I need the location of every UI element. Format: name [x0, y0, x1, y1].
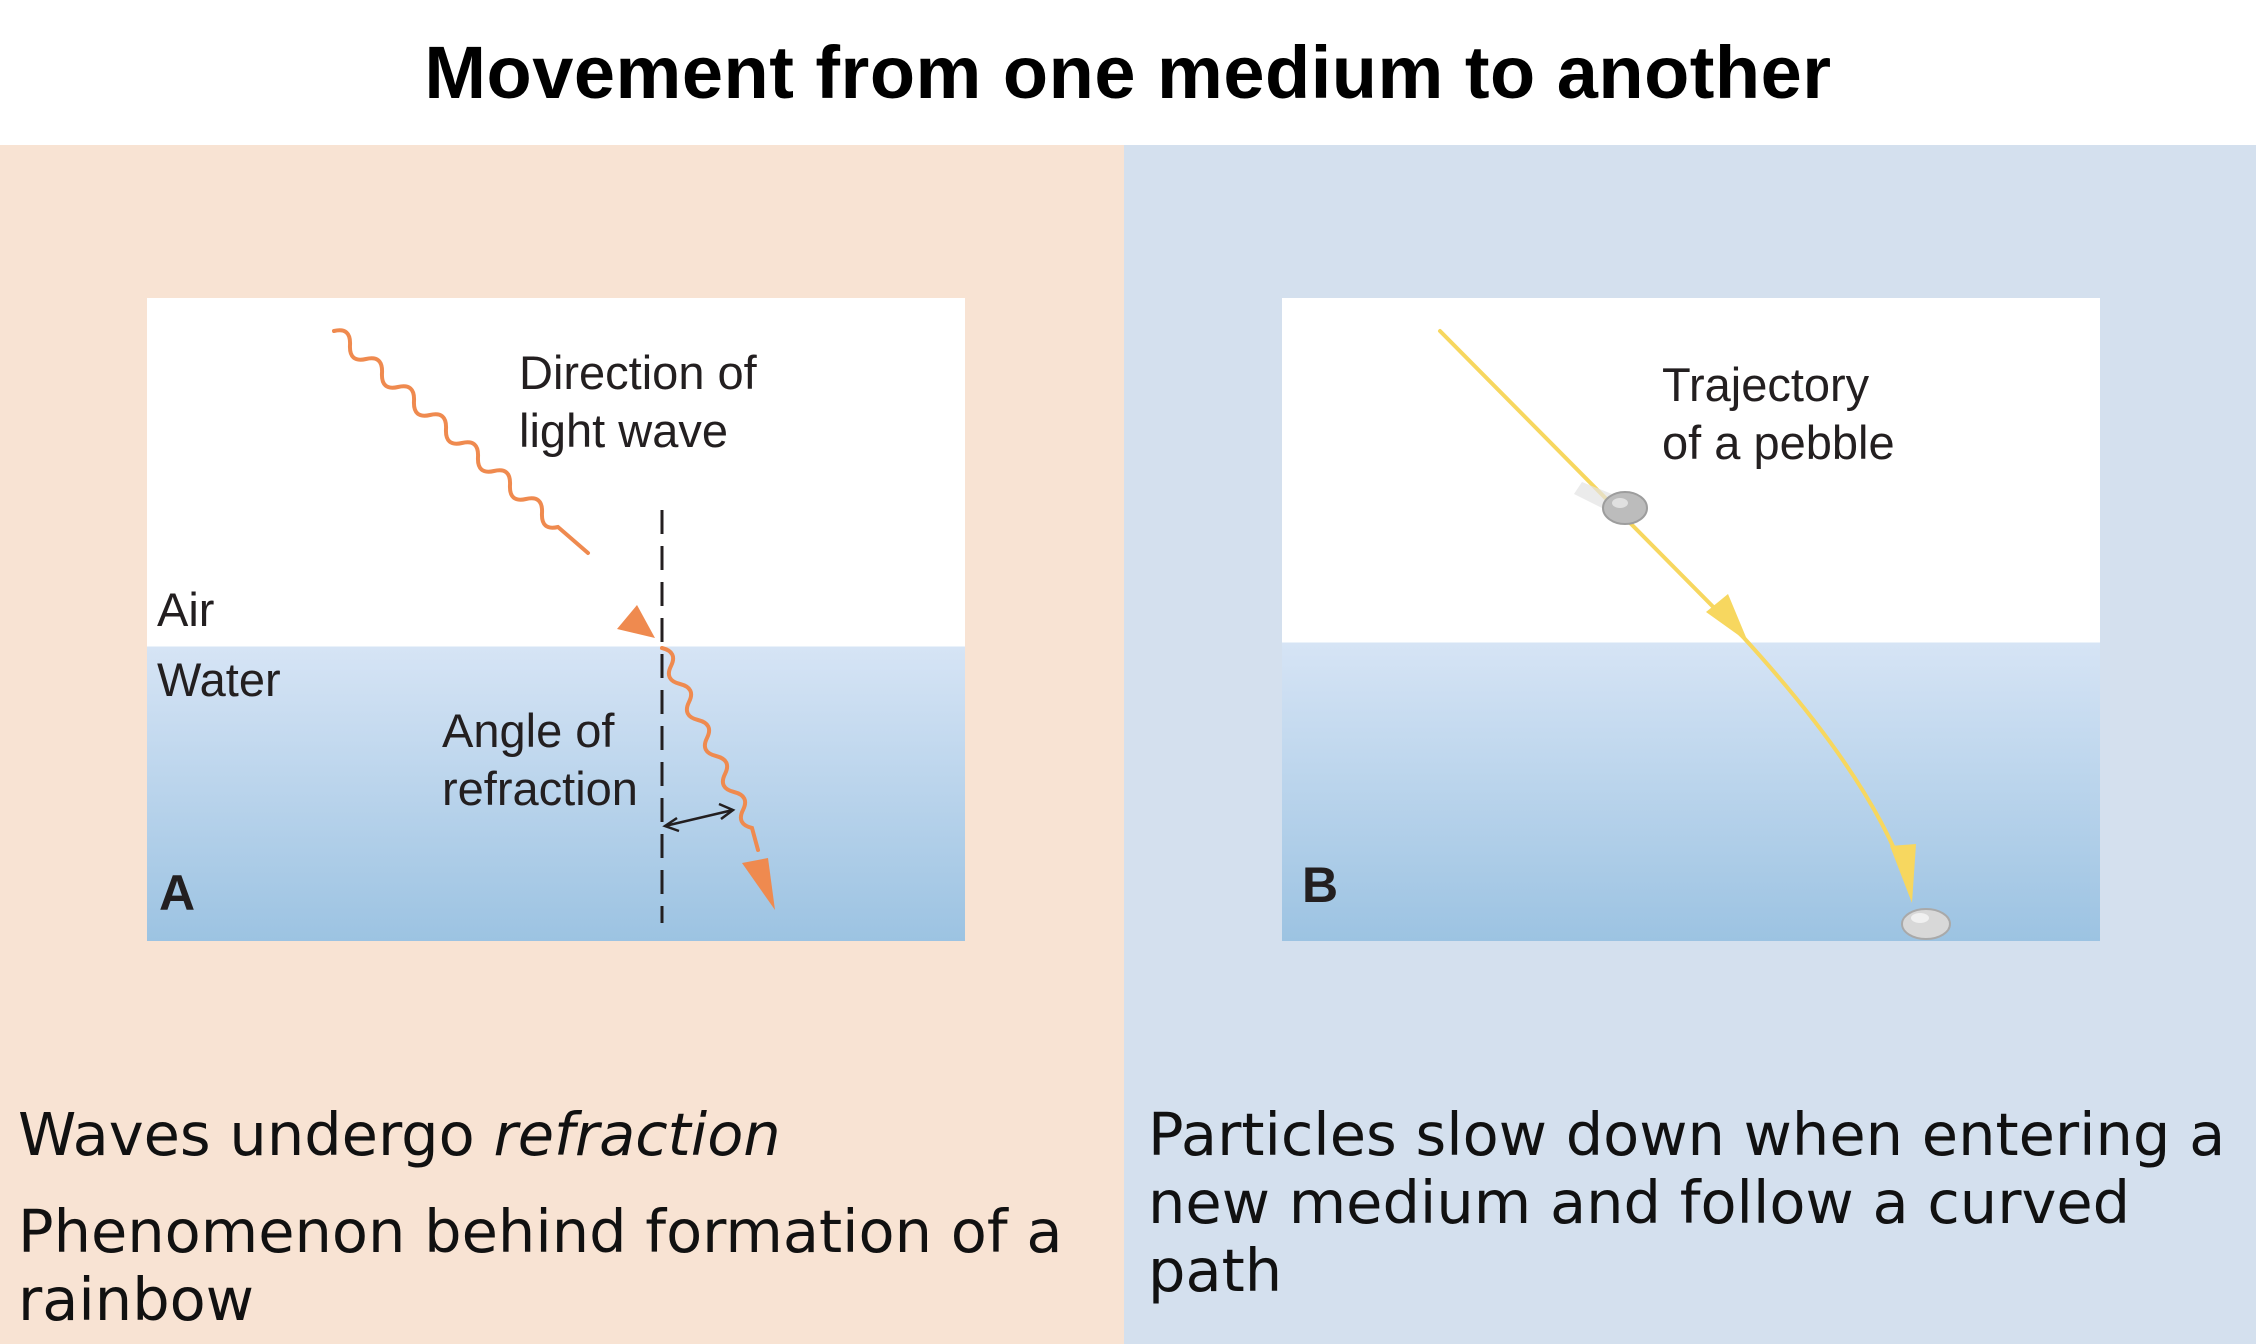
- refracted-arrowhead: [742, 858, 775, 910]
- refraction-statement: Waves undergo refraction: [18, 1101, 781, 1169]
- water-label: Water: [157, 653, 281, 706]
- incident-light-wave: [332, 328, 590, 555]
- pebble-at-bottom: [1901, 908, 1951, 940]
- rainbow-statement: Phenomenon behind formation of a rainbow: [18, 1197, 1063, 1334]
- refracted-light-wave: [660, 646, 760, 852]
- left-panel: Direction of light wave Air Water Angle …: [0, 145, 1124, 1344]
- title-bar: Movement from one medium to another: [0, 0, 2256, 145]
- pebble-in-air: [1574, 482, 1648, 525]
- air-label: Air: [157, 583, 215, 636]
- figure-b-pebble: Trajectory of a pebble B: [1282, 298, 2100, 941]
- trajectory-arrowhead-upper: [1706, 594, 1748, 642]
- angle-of-refraction-label: Angle of refraction: [442, 704, 638, 815]
- pebble-trajectory-caption: Trajectory of a pebble: [1662, 358, 1895, 469]
- angle-arrow: [662, 802, 736, 833]
- particles-statement: Particles slow down when entering a new …: [1148, 1100, 2226, 1305]
- figure-b-drawing: [1438, 329, 1951, 940]
- trajectory-arrowhead-lower: [1890, 844, 1916, 903]
- light-wave-caption: Direction of light wave: [519, 346, 757, 457]
- right-panel: Trajectory of a pebble B Particles slow …: [1124, 145, 2256, 1344]
- figure-letter-b: B: [1302, 857, 1339, 913]
- slide-title: Movement from one medium to another: [424, 31, 1832, 114]
- figure-letter-a: A: [159, 865, 196, 921]
- figure-a-drawing: [332, 328, 775, 923]
- refraction-prefix: Waves undergo: [18, 1100, 494, 1169]
- refraction-term: refraction: [493, 1100, 781, 1169]
- figure-a-refraction: Direction of light wave Air Water Angle …: [147, 298, 965, 941]
- incident-arrowhead: [617, 605, 655, 638]
